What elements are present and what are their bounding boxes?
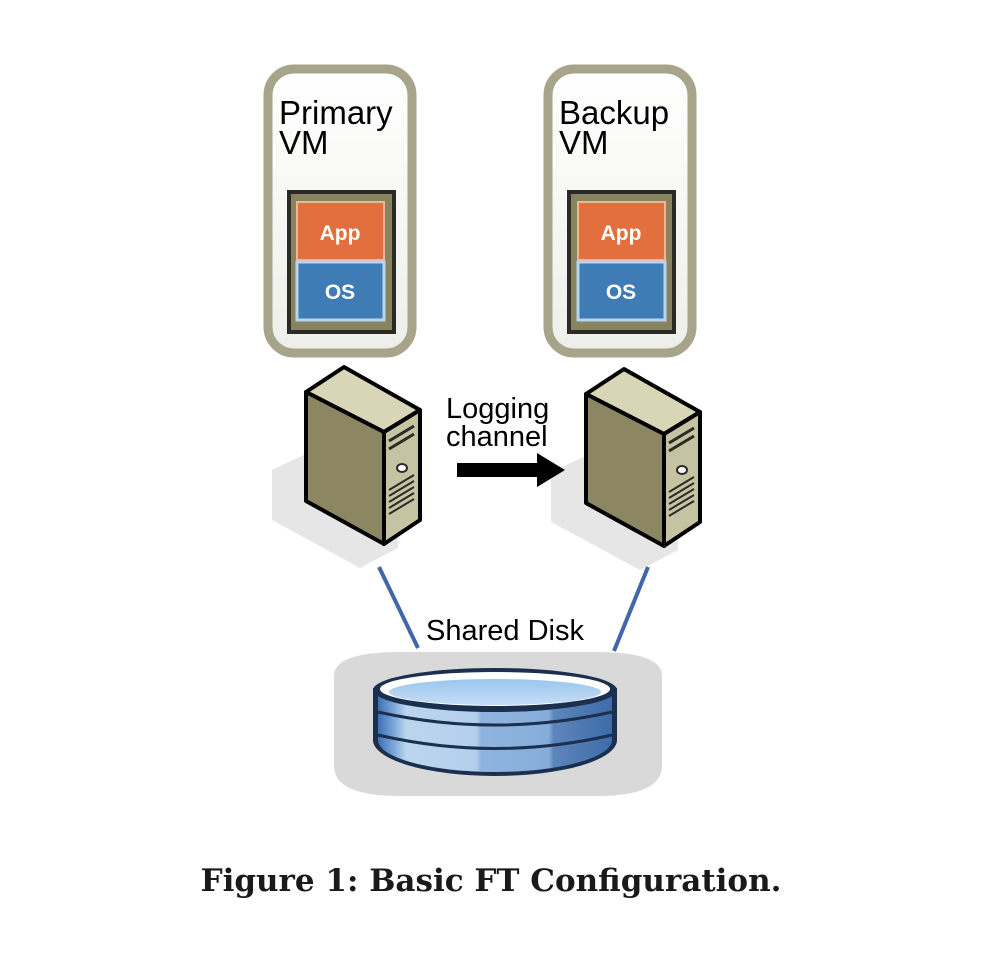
backup-to-disk-line <box>612 566 650 652</box>
arrow-right-icon <box>457 453 565 487</box>
backup-vm: Backup VM App OS <box>543 64 697 358</box>
logging-channel-label-line1: Logging <box>446 393 549 425</box>
primary-app-box <box>296 201 385 261</box>
primary-to-disk-line <box>377 566 420 649</box>
backup-os-label: OS <box>606 281 636 304</box>
backup-server-icon <box>551 367 702 570</box>
primary-server-icon <box>272 365 422 568</box>
backup-app-label: App <box>601 222 642 245</box>
backup-vm-label-line2: VM <box>559 124 609 161</box>
primary-vm-label-line1: Primary <box>279 94 393 131</box>
backup-vm-label-line1: Backup <box>559 94 669 131</box>
shared-disk-label: Shared Disk <box>426 615 584 647</box>
primary-vm: Primary VM App OS <box>263 64 417 358</box>
backup-app-box <box>577 201 666 261</box>
primary-vm-label-line2: VM <box>279 124 329 161</box>
primary-os-label: OS <box>325 281 355 304</box>
primary-os-box <box>295 260 386 322</box>
backup-os-box <box>576 260 667 322</box>
logging-channel: Logging channel <box>446 393 565 487</box>
primary-app-label: App <box>320 222 361 245</box>
backup-vm-stack: App OS <box>567 190 676 334</box>
primary-vm-stack: App OS <box>287 190 396 334</box>
database-disk-icon <box>334 652 662 796</box>
logging-channel-label-line2: channel <box>446 421 548 453</box>
figure-caption: Figure 1: Basic FT Configuration. <box>201 863 782 899</box>
